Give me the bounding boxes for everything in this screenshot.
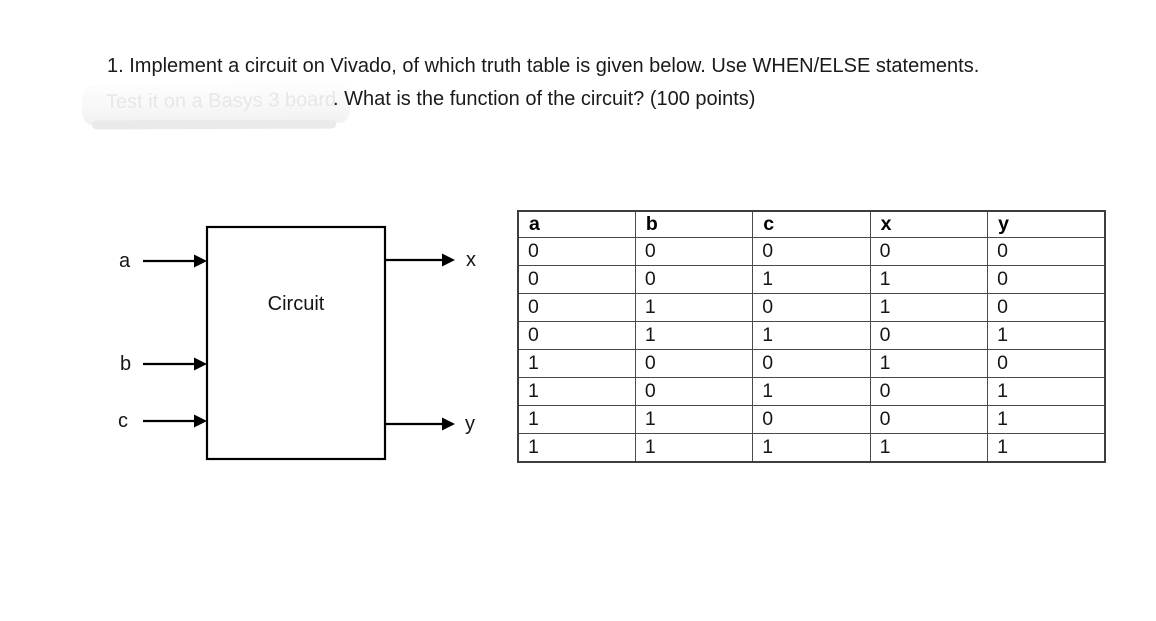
truth-table-cell: 1 [752,265,871,294]
output-label-x: x [466,249,476,271]
truth-table-cell: 1 [517,377,636,406]
truth-table-cell: 1 [987,433,1106,463]
truth-table-cell: 0 [634,265,754,294]
truth-table-cell: 0 [517,321,636,350]
truth-table-cell: 1 [634,293,754,322]
truth-table-row: 1 1 1 1 1 [517,433,1106,463]
truth-table-cell: 0 [634,377,754,406]
truth-table-cell: 1 [869,349,989,378]
truth-table-cell: 0 [752,237,871,266]
truth-table-cell: 1 [752,433,871,463]
output-arrowhead-x-icon [442,253,455,267]
truth-table: a b c x y 0 0 0 0 0 0 0 1 1 0 [517,210,1106,463]
truth-table-cell: 1 [634,405,754,434]
input-arrowhead-a-icon [194,254,207,268]
circuit-box [205,225,387,461]
input-label-b: b [120,353,132,375]
truth-table-cell: 1 [752,377,871,406]
truth-table-cell: 1 [987,377,1106,406]
truth-table-cell: 0 [752,293,871,322]
truth-table-cell: 0 [987,265,1106,294]
truth-table-cell: 1 [517,433,636,463]
question-text-line1: 1. Implement a circuit on Vivado, of whi… [107,55,980,77]
truth-table-cell: 1 [869,293,989,322]
truth-table-cell: 0 [869,321,989,350]
truth-table-cell: 0 [634,349,754,378]
truth-table-cell: 1 [987,405,1106,434]
output-arrowhead-y-icon [442,417,455,431]
truth-table-header-c: c [752,210,871,238]
truth-table-cell: 0 [517,293,636,322]
truth-table-cell: 0 [987,349,1106,378]
circuit-box-label: Circuit [267,293,325,315]
truth-table-cell: 0 [869,377,989,406]
truth-table-header-row: a b c x y [517,210,1106,238]
truth-table-row: 0 0 1 1 0 [517,265,1106,294]
input-label-a: a [119,250,131,272]
truth-table-cell: 1 [634,433,754,463]
truth-table-cell: 0 [987,237,1106,266]
truth-table-cell: 0 [869,405,989,434]
truth-table-cell: 1 [634,321,754,350]
truth-table-cell: 0 [517,237,636,266]
truth-table-row: 1 1 0 0 1 [517,405,1106,434]
truth-table-cell: 0 [752,349,871,378]
truth-table-header-y: y [987,210,1106,238]
truth-table-cell: 0 [752,405,871,434]
truth-table-row: 1 0 0 1 0 [517,349,1106,378]
output-label-y: y [465,413,475,435]
truth-table-cell: 1 [869,433,989,463]
truth-table-cell: 0 [634,237,754,266]
truth-table-header-b: b [634,210,754,238]
redacted-text: Test it on a Basys 3 board [105,88,337,114]
circuit-diagram [143,225,455,461]
truth-table-cell: 1 [517,349,636,378]
input-arrowhead-c-icon [194,414,207,428]
truth-table-cell: 1 [869,265,989,294]
input-arrowhead-b-icon [194,357,207,371]
truth-table-cell: 1 [517,405,636,434]
truth-table-header-x: x [869,210,989,238]
truth-table-row: 0 0 0 0 0 [517,237,1106,266]
question-text-line2: . What is the function of the circuit? (… [333,88,756,110]
input-label-c: c [118,410,128,432]
truth-table-cell: 0 [987,293,1106,322]
truth-table-row: 1 0 1 0 1 [517,377,1106,406]
truth-table-row: 0 1 0 1 0 [517,293,1106,322]
truth-table-cell: 1 [987,321,1106,350]
truth-table-cell: 0 [869,237,989,266]
truth-table-header-a: a [517,210,636,238]
truth-table-cell: 1 [752,321,871,350]
redaction-smudge: Test it on a Basys 3 board [81,82,351,126]
truth-table-row: 0 1 1 0 1 [517,321,1106,350]
truth-table-cell: 0 [517,265,636,294]
